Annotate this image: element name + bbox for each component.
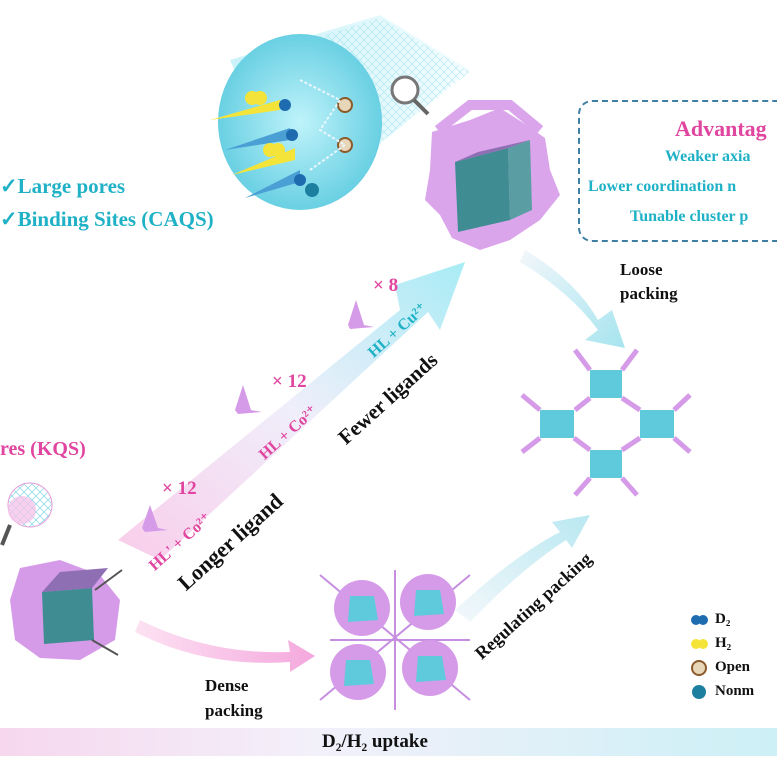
legend-icons xyxy=(691,615,708,699)
dense-packing-arrow xyxy=(135,620,315,672)
reaction-1-multiplier: × 12 xyxy=(162,478,197,499)
main-arrow-path xyxy=(118,262,465,560)
ligand-glyphs xyxy=(142,300,374,532)
dense-packing-label-1: Dense xyxy=(205,676,249,695)
advantage-line-1: Weaker axia xyxy=(665,148,751,165)
feature-large-pores: ✓Large pores xyxy=(0,174,126,198)
feature-binding-sites: ✓Binding Sites (CAQS) xyxy=(0,207,214,231)
advantage-line-2: Lower coordination n xyxy=(588,178,737,195)
loose-packing-label-1: Loose xyxy=(620,260,663,279)
reaction-3-multiplier: × 8 xyxy=(373,275,399,296)
loose-packing-label-2: packing xyxy=(620,284,678,303)
dense-packing-label-2: packing xyxy=(205,701,263,720)
legend-h2: H₂ xyxy=(715,635,732,651)
cage-large-pore xyxy=(425,100,560,250)
legend-open: Open xyxy=(715,659,751,675)
feature-kqs: res (KQS) xyxy=(0,438,86,460)
dense-lattice xyxy=(319,570,471,710)
magnifier-icon xyxy=(390,75,430,116)
reaction-2-multiplier: × 12 xyxy=(272,371,307,392)
regulating-packing-arrow xyxy=(455,515,590,622)
loose-packing-arrow xyxy=(520,250,625,348)
uptake-label: D₂/H₂ uptake xyxy=(322,731,428,752)
cage-small-pore xyxy=(0,482,123,660)
advantages-box: Advantag Weaker axia Lower coordination … xyxy=(578,100,777,242)
gas-molecules xyxy=(210,79,353,198)
legend-d2: D₂ xyxy=(715,611,731,627)
loose-lattice xyxy=(520,348,692,497)
uptake-bar: D₂/H₂ uptake xyxy=(0,728,777,756)
legend-nonm: Nonm xyxy=(715,683,755,699)
advantages-title: Advantag xyxy=(675,116,767,141)
advantage-line-3: Tunable cluster p xyxy=(630,208,749,225)
